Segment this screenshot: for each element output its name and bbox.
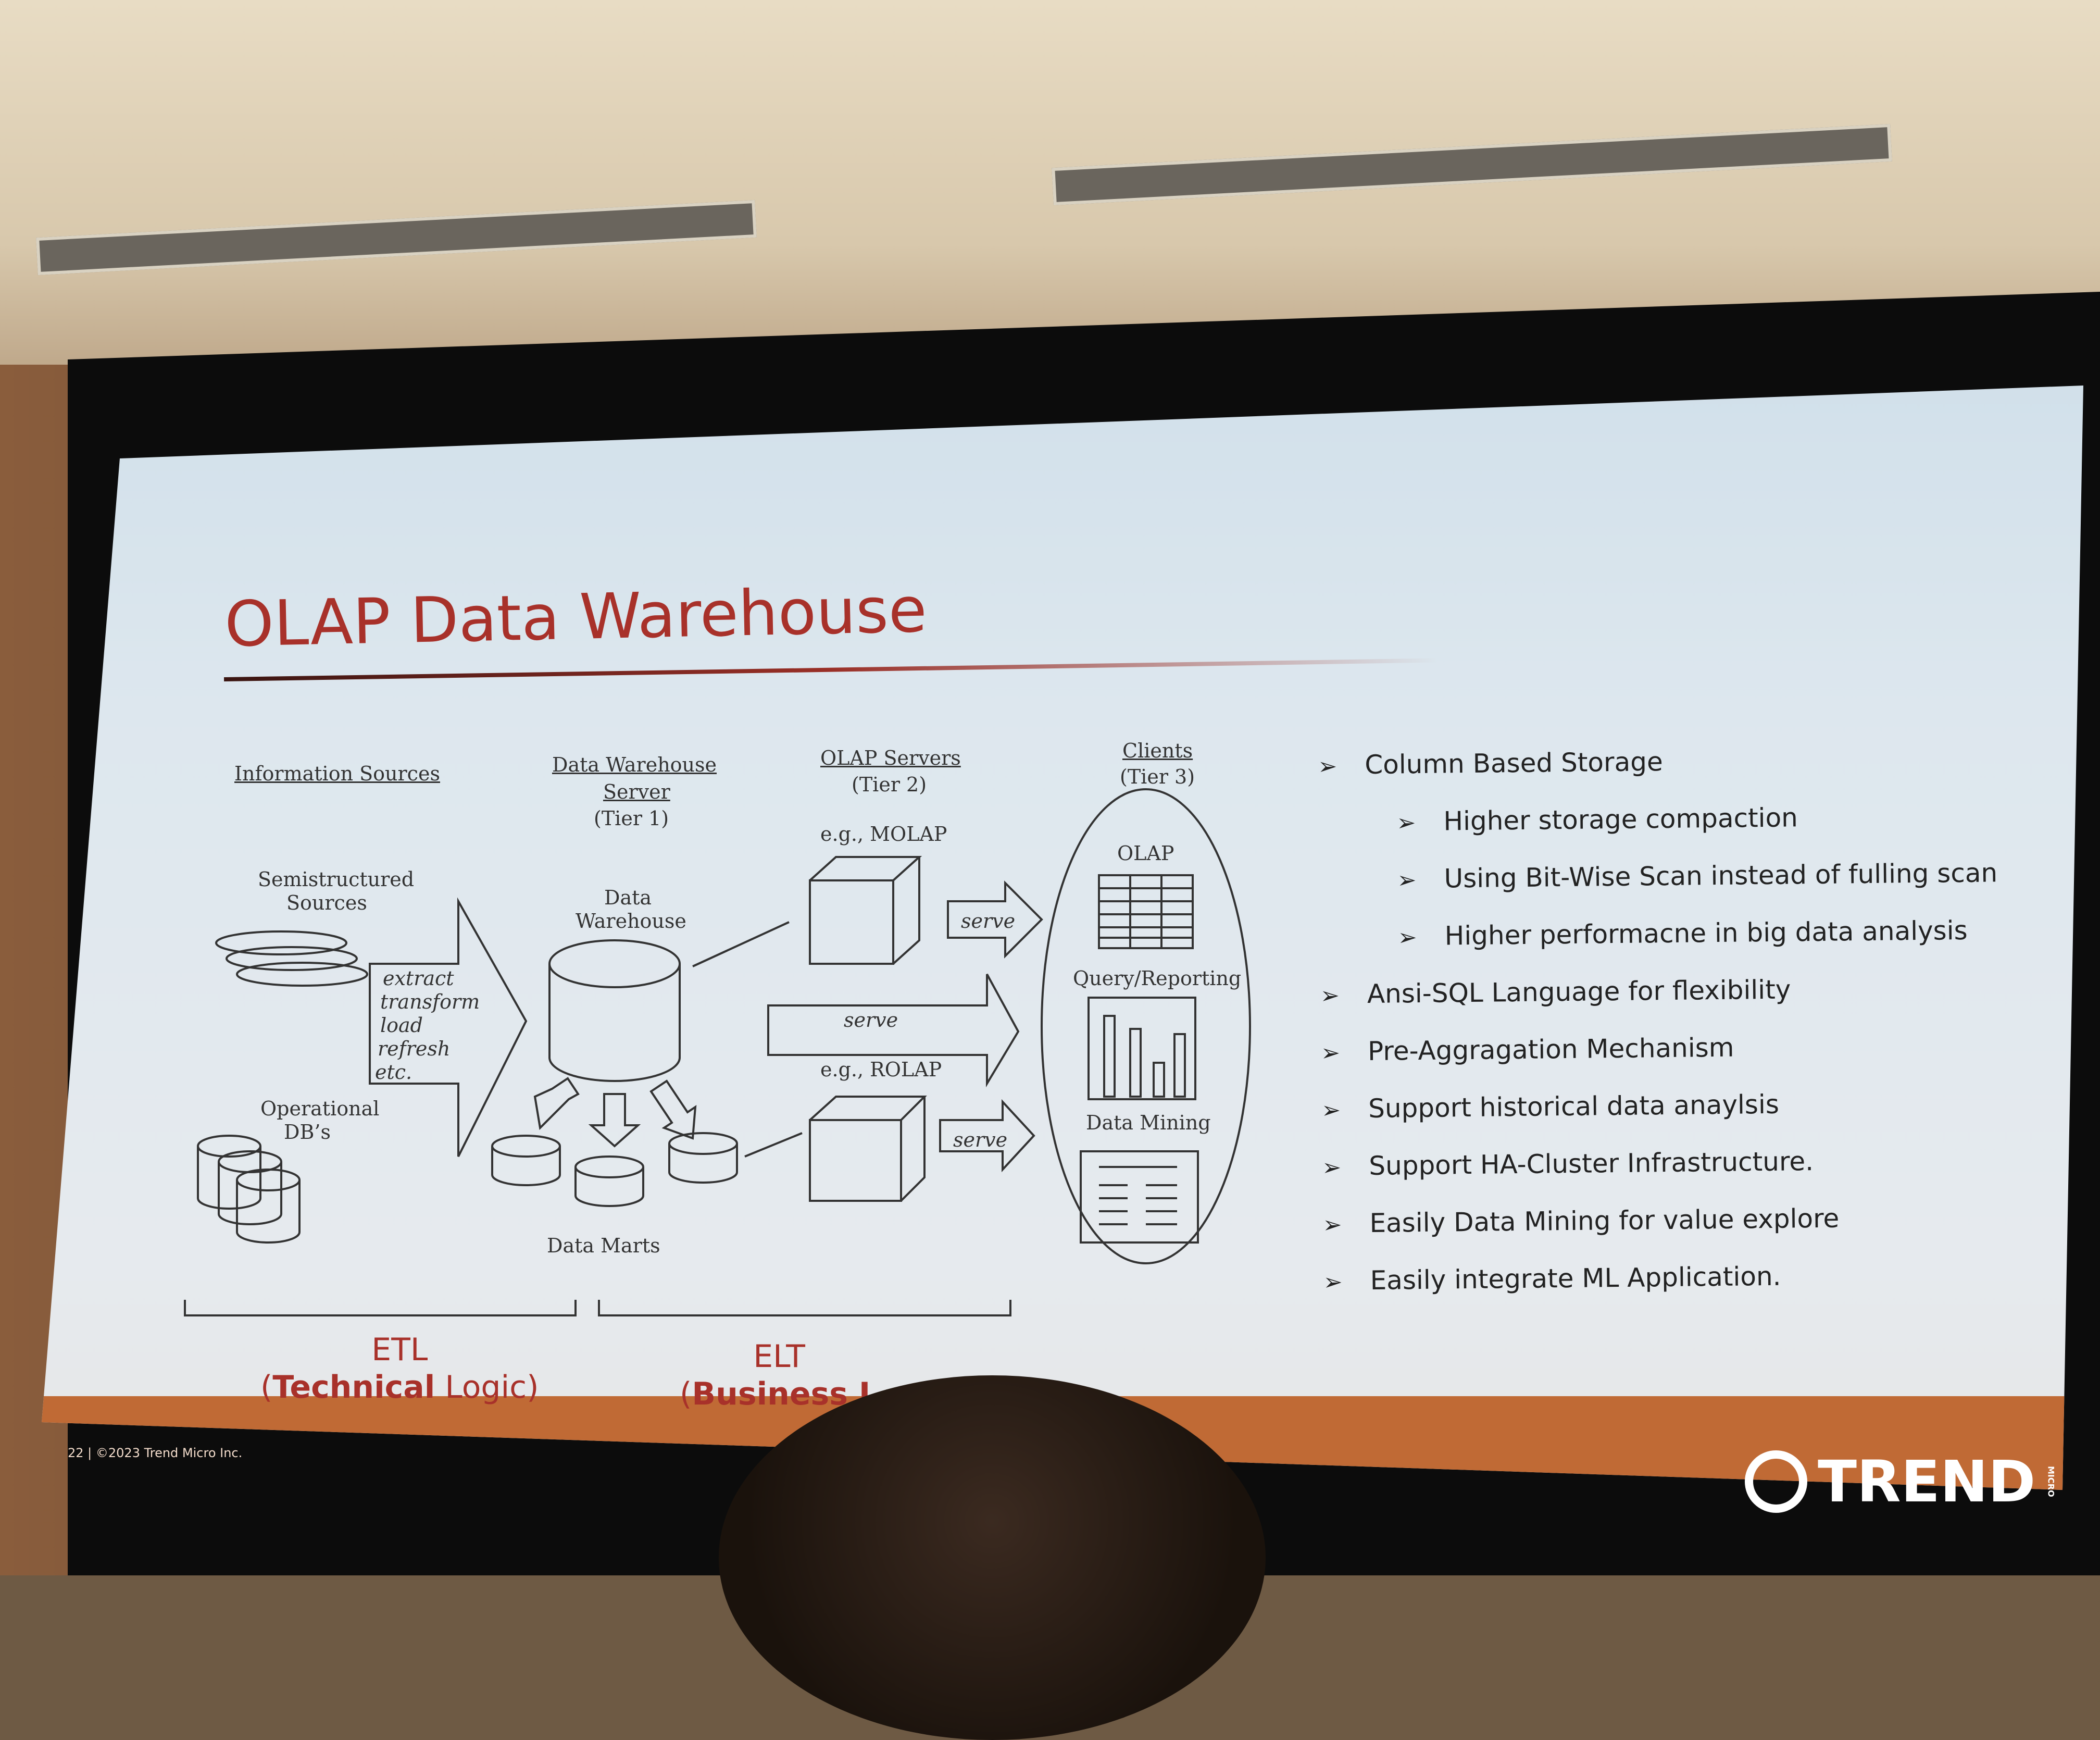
data-warehouse-label-line2: Warehouse: [576, 910, 686, 933]
dw-server-tier: (Tier 1): [594, 807, 669, 830]
etl-step-refresh: refresh: [378, 1037, 451, 1060]
data-mart-icon: [668, 1132, 738, 1184]
data-mart-icon: [491, 1135, 561, 1186]
bullet-arrow-icon: ➢: [1320, 1039, 1341, 1066]
etl-step-extract: extract: [383, 967, 454, 990]
bullet-arrow-icon: ➢: [1396, 810, 1416, 837]
bullet-item: ➢Ansi-SQL Language for flexibility: [1320, 974, 1791, 1010]
bullet-arrow-icon: ➢: [1320, 982, 1340, 1009]
down-arrow-icon: [588, 1093, 641, 1148]
olap-grid-icon: [1098, 874, 1194, 949]
bullet-arrow-icon: ➢: [1397, 867, 1417, 894]
etl-subtitle-bold: Technical: [272, 1369, 435, 1406]
serve-label-rolap: serve: [953, 1128, 1008, 1151]
logo-text: TREND: [1818, 1448, 2036, 1515]
data-mart-icon: [574, 1155, 644, 1207]
etl-step-transform: transform: [380, 990, 480, 1013]
clients-tier: (Tier 3): [1120, 765, 1195, 788]
elt-subtitle: (Business L: [680, 1376, 879, 1412]
bullet-arrow-icon: ➢: [1322, 1211, 1342, 1238]
audience-head-silhouette: [719, 1375, 1266, 1740]
trend-logo-icon: [1745, 1450, 1807, 1513]
client-data-mining-label: Data Mining: [1086, 1111, 1211, 1134]
data-marts-label: Data Marts: [547, 1234, 660, 1257]
bidirectional-arrow: [692, 921, 790, 967]
semistructured-disk: [236, 962, 368, 987]
rolap-cube-icon: [809, 1096, 927, 1202]
etl-step-etc: etc.: [375, 1061, 413, 1084]
client-olap-label: OLAP: [1117, 842, 1174, 865]
etl-label: ETL (Technical Logic): [260, 1331, 539, 1406]
bullet-subitem: ➢Using Bit-Wise Scan instead of fulling …: [1397, 857, 1998, 894]
data-mining-document-icon: [1080, 1150, 1199, 1244]
molap-label: e.g., MOLAP: [820, 823, 947, 846]
molap-cube-icon: [809, 856, 922, 965]
information-sources-heading: Information Sources: [234, 762, 440, 785]
serve-arrow: [947, 880, 1043, 959]
data-warehouse-label-line1: Data: [604, 886, 652, 909]
etl-step-load: load: [380, 1014, 423, 1037]
semistructured-disk: [215, 930, 347, 955]
elt-title: ELT: [753, 1338, 805, 1375]
bullet-item: ➢Easily Data Mining for value explore: [1322, 1203, 1840, 1239]
etl-subtitle: (Technical Logic): [260, 1369, 539, 1406]
dw-server-heading-line2: Server: [603, 780, 670, 803]
etl-title: ETL: [371, 1332, 428, 1368]
operational-db-icon: [197, 1135, 301, 1244]
bullet-subitem: ➢Higher performacne in big data analysis: [1397, 915, 1968, 951]
semistructured-disk: [226, 946, 358, 971]
bullet-arrow-icon: ➢: [1322, 1154, 1342, 1181]
olap-servers-tier: (Tier 2): [852, 773, 927, 796]
slide-page-footer: 22 | ©2023 Trend Micro Inc.: [68, 1446, 243, 1460]
feature-bullet-list: ➢Column Based Storage ➢Higher storage co…: [1318, 742, 2063, 1323]
rolap-label: e.g., ROLAP: [820, 1058, 942, 1081]
bullet-arrow-icon: ➢: [1318, 753, 1338, 780]
etl-subtitle-rest: Logic): [435, 1369, 539, 1406]
bidirectional-arrow: [744, 1132, 803, 1158]
bullet-arrow-icon: ➢: [1397, 924, 1417, 951]
semistructured-label-line2: Sources: [286, 891, 367, 914]
bullet-item: ➢Column Based Storage: [1318, 747, 1663, 780]
bullet-subitem: ➢Higher storage compaction: [1396, 802, 1798, 837]
bullet-arrow-icon: ➢: [1323, 1269, 1343, 1296]
down-arrow-icon: [533, 1077, 580, 1130]
client-query-reporting-label: Query/Reporting: [1073, 967, 1242, 990]
dw-server-heading-line1: Data Warehouse: [552, 753, 717, 776]
data-warehouse-cylinder-icon: [548, 939, 681, 1082]
clients-ellipse: [1041, 788, 1251, 1264]
down-arrow-icon: [649, 1079, 697, 1140]
semistructured-label-line1: Semistructured: [258, 868, 415, 891]
bullet-arrow-icon: ➢: [1321, 1097, 1341, 1124]
olap-architecture-diagram: [184, 788, 1251, 1316]
elt-bracket: [598, 1300, 1011, 1316]
operational-dbs-label-line2: DB’s: [284, 1121, 331, 1144]
query-reporting-chart-icon: [1088, 997, 1196, 1100]
olap-servers-heading: OLAP Servers: [820, 747, 961, 769]
etl-bracket: [184, 1300, 577, 1316]
logo-subtext: MICRO: [2046, 1466, 2056, 1497]
operational-dbs-label-line1: Operational: [260, 1097, 380, 1120]
bullet-item: ➢Support HA-Cluster Infrastructure.: [1322, 1146, 1814, 1182]
bullet-item: ➢Pre-Aggragation Mechanism: [1320, 1032, 1734, 1067]
elt-label: ELT (Business L: [680, 1338, 879, 1413]
etl-arrow: [369, 897, 528, 1157]
serve-label-molap: serve: [961, 910, 1016, 933]
serve-arrow: [939, 1099, 1035, 1173]
clients-heading: Clients: [1122, 739, 1193, 762]
serve-arrow: [767, 974, 1020, 1088]
serve-label-warehouse: serve: [844, 1009, 898, 1031]
bullet-item: ➢Support historical data anaylsis: [1321, 1089, 1780, 1124]
trend-micro-logo: TREND MICRO: [1745, 1448, 2056, 1515]
bullet-item: ➢Easily integrate ML Application.: [1323, 1261, 1781, 1296]
